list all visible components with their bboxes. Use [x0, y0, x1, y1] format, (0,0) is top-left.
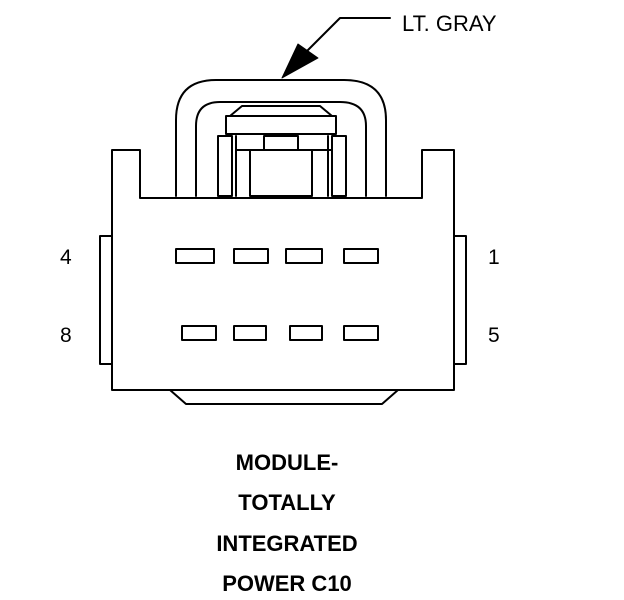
caption-line-3: INTEGRATED — [216, 531, 357, 556]
pin-cavity — [181, 325, 217, 341]
connector-lock-post-right — [331, 135, 347, 197]
connector-lock-tab-top — [225, 115, 337, 135]
connector-lock-post-left — [217, 135, 233, 197]
pin-label-bottom-right: 5 — [488, 324, 500, 347]
pin-cavity — [289, 325, 323, 341]
pin-cavity — [343, 325, 379, 341]
connector-lock-slot — [263, 135, 299, 151]
pin-cavity — [233, 325, 267, 341]
pin-label-top-left: 4 — [60, 246, 72, 269]
connector-latch-outer — [175, 79, 387, 197]
pin-cavity — [285, 248, 323, 264]
color-callout-label: LT. GRAY — [402, 11, 497, 36]
pin-cavity — [175, 248, 215, 264]
pin-label-top-right: 1 — [488, 246, 500, 269]
connector-ear-left — [99, 235, 113, 365]
caption-line-1: MODULE- — [236, 450, 339, 475]
connector-bottom-skirt — [169, 389, 399, 405]
pin-label-bottom-left: 8 — [60, 324, 72, 347]
connector-ear-right — [453, 235, 467, 365]
caption-line-2: TOTALLY — [238, 490, 336, 515]
connector-lock-stem — [249, 149, 313, 197]
pin-cavity — [233, 248, 269, 264]
callout-leader-line — [295, 17, 391, 63]
connector-latch-inner — [195, 101, 367, 197]
caption-line-4: POWER C10 — [222, 571, 352, 596]
pin-cavity — [343, 248, 379, 264]
connector-body — [111, 149, 455, 391]
callout-arrowhead — [281, 43, 319, 79]
connector-lock-tab-bevel — [229, 105, 333, 117]
